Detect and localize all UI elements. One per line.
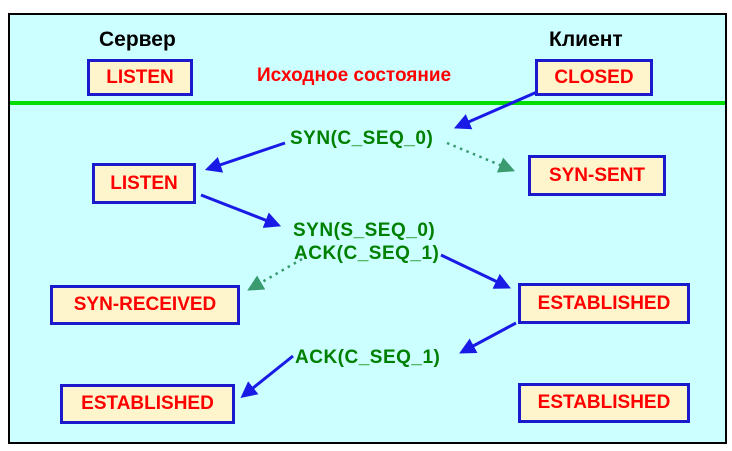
state-label: CLOSED — [554, 66, 634, 88]
state-box-server-listen-initial: LISTEN — [87, 59, 193, 96]
state-label: SYN-SENT — [548, 164, 646, 186]
state-box-server-established: ESTABLISHED — [60, 384, 235, 424]
message-label-ack-c-seq-1-final: ACK(C_SEQ_1) — [295, 347, 441, 368]
state-label: LISTEN — [110, 172, 178, 194]
state-box-server-listen: LISTEN — [92, 163, 196, 204]
state-label: ESTABLISHED — [537, 292, 671, 314]
arrow-established-to-ack — [459, 321, 517, 354]
message-label-syn-c-seq-0: SYN(C_SEQ_0) — [290, 128, 434, 149]
state-label: ESTABLISHED — [81, 393, 214, 414]
column-header-server: Сервер — [99, 28, 176, 51]
message-label-syn-s-seq-0: SYN(S_SEQ_0) — [293, 220, 436, 241]
state-box-server-syn-received: SYN-RECEIVED — [50, 285, 240, 325]
state-box-client-closed: CLOSED — [535, 59, 653, 96]
state-box-client-established: ESTABLISHED — [518, 283, 690, 324]
arrow-synack-to-established — [440, 253, 511, 289]
message-label-ack-c-seq-1: ACK(C_SEQ_1) — [294, 243, 440, 264]
diagram-title: Исходное состояние — [257, 65, 452, 86]
state-label: SYN-RECEIVED — [73, 294, 217, 315]
arrow-syn-to-syn-sent-dotted — [446, 141, 516, 173]
arrow-closed-to-syn — [453, 90, 538, 130]
state-box-client-syn-sent: SYN-SENT — [528, 155, 666, 196]
separator-line — [10, 101, 725, 105]
diagram-frame: Сервер Клиент Исходное состояние LISTEN … — [8, 13, 727, 444]
arrow-syn-to-listen — [204, 141, 286, 173]
arrow-listen-to-synack — [200, 193, 282, 228]
state-label: LISTEN — [106, 66, 174, 88]
arrow-ack-to-established-server — [240, 354, 294, 399]
state-label: ESTABLISHED — [537, 392, 671, 413]
state-box-client-established-final: ESTABLISHED — [518, 383, 690, 423]
column-header-client: Клиент — [549, 28, 623, 51]
